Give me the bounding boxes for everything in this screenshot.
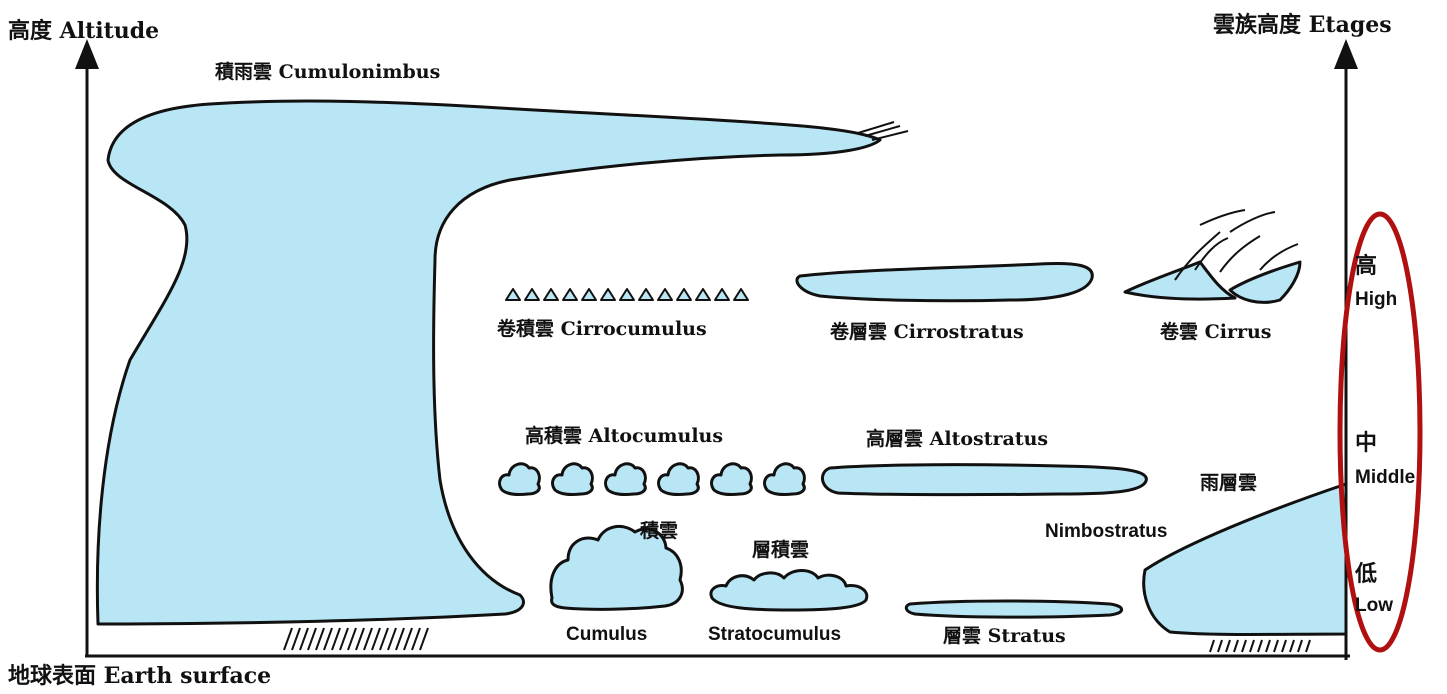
altocumulus-label: 高積雲 Altocumulus	[525, 427, 723, 446]
cirrocumulus-puff	[525, 289, 539, 300]
etages-axis-label: 雲族高度 Etages	[1213, 14, 1392, 36]
altocumulus-cloud	[500, 464, 805, 495]
stratus-cloud	[906, 601, 1121, 617]
cumulonimbus-rain	[284, 628, 428, 650]
cumulus-label-en: Cumulus	[566, 625, 647, 644]
nimbostratus-cloud	[1144, 484, 1346, 635]
earth-surface-label: 地球表面 Earth surface	[8, 665, 271, 687]
cirrocumulus-puff	[544, 289, 558, 300]
stratocumulus-label-zh: 層積雲	[752, 541, 809, 560]
altostratus-label: 高層雲 Altostratus	[866, 430, 1048, 449]
altocumulus-puff	[553, 464, 593, 495]
stratocumulus-label-en: Stratocumulus	[708, 625, 841, 644]
altocumulus-puff	[659, 464, 699, 495]
cumulus-label-zh: 積雲	[640, 522, 678, 541]
cirrus-label: 卷雲 Cirrus	[1160, 323, 1272, 342]
etages-highlight-ellipse	[1340, 214, 1420, 650]
altocumulus-puff	[500, 464, 540, 495]
cirrocumulus-puff	[506, 289, 520, 300]
nimbostratus-label-zh: 雨層雲	[1200, 474, 1257, 493]
cirrocumulus-puff	[696, 289, 710, 300]
cirrocumulus-puff	[715, 289, 729, 300]
cirrocumulus-puff	[734, 289, 748, 300]
cumulonimbus-label: 積雨雲 Cumulonimbus	[215, 63, 440, 82]
level-high-zh: 高	[1355, 255, 1377, 277]
cirrocumulus-puff	[677, 289, 691, 300]
altocumulus-puff	[712, 464, 752, 495]
cirrus-cloud	[1125, 210, 1300, 302]
level-high-en: High	[1355, 290, 1397, 309]
cirrostratus-label: 卷層雲 Cirrostratus	[830, 323, 1024, 342]
altostratus-cloud	[822, 465, 1146, 495]
nimbostratus-rain	[1210, 640, 1310, 652]
cirrocumulus-puff	[620, 289, 634, 300]
cirrostratus-cloud	[797, 263, 1092, 300]
level-low-en: Low	[1355, 596, 1393, 615]
cirrocumulus-puff	[582, 289, 596, 300]
level-middle-zh: 中	[1355, 432, 1377, 454]
nimbostratus-label-en: Nimbostratus	[1045, 522, 1167, 541]
cirrocumulus-puff	[639, 289, 653, 300]
altitude-axis-label: 高度 Altitude	[8, 20, 159, 42]
stratus-label: 層雲 Stratus	[943, 627, 1066, 646]
cirrocumulus-label: 卷積雲 Cirrocumulus	[497, 320, 707, 339]
cirrocumulus-puff	[563, 289, 577, 300]
cirrocumulus-puff	[658, 289, 672, 300]
altocumulus-puff	[765, 464, 805, 495]
level-middle-en: Middle	[1355, 468, 1415, 487]
level-low-zh: 低	[1355, 563, 1377, 585]
cirrocumulus-puff	[601, 289, 615, 300]
altocumulus-puff	[606, 464, 646, 495]
stratocumulus-cloud	[711, 571, 867, 611]
cirrocumulus-cloud	[506, 289, 748, 300]
